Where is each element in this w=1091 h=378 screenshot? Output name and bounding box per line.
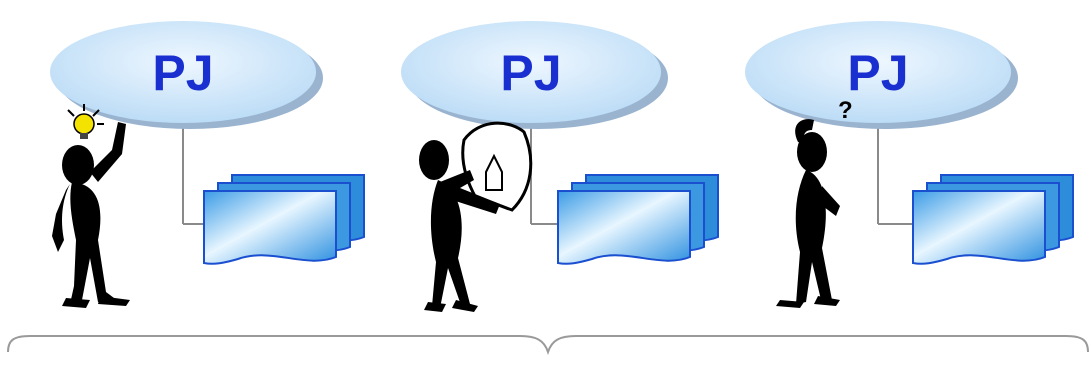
project-group-3: PJ ? [745,21,1073,308]
grouping-brace [8,336,1088,352]
pj-label: PJ [152,45,213,101]
question-mark-icon: ? [838,97,853,124]
project-group-1: PJ [50,21,364,308]
question-mark-figure: ? [776,97,853,308]
pj-label: PJ [847,45,908,101]
idea-lightbulb-figure [52,104,130,308]
document-stack [204,175,364,264]
pj-label: PJ [500,45,561,101]
document-stack [558,175,718,264]
holding-drawing-figure [419,123,531,312]
document-stack [913,175,1073,264]
project-group-2: PJ [401,21,718,312]
